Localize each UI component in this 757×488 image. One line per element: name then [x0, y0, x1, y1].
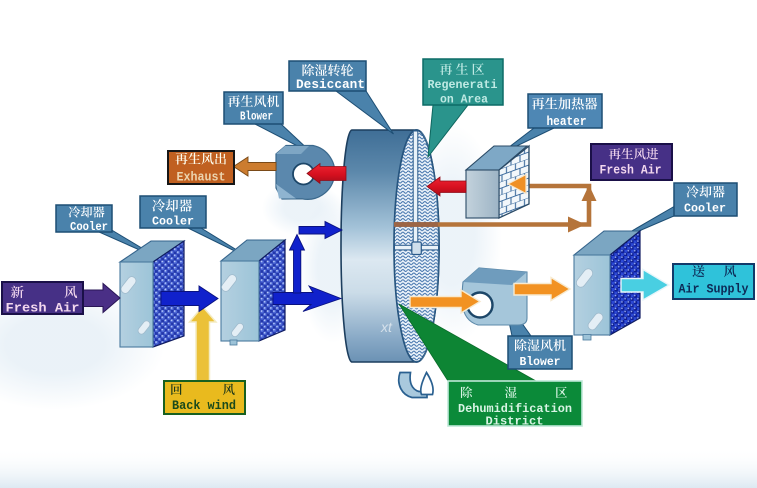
svg-text:Fresh Air: Fresh Air [600, 164, 662, 178]
svg-text:heater: heater [547, 115, 587, 129]
svg-text:Dehumidification: Dehumidification [458, 402, 572, 416]
svg-text:Cooler: Cooler [70, 220, 108, 234]
svg-text:Blower: Blower [520, 355, 561, 369]
svg-text:Cooler: Cooler [684, 202, 726, 216]
svg-text:Cooler: Cooler [152, 215, 194, 229]
svg-text:Fresh Air: Fresh Air [6, 302, 80, 316]
svg-text:District: District [486, 415, 544, 429]
svg-text:Blower: Blower [240, 110, 273, 124]
svg-text:Back wind: Back wind [172, 399, 236, 413]
svg-text:Regenerati: Regenerati [428, 78, 498, 92]
svg-text:Air Supply: Air Supply [679, 283, 749, 297]
svg-text:xt: xt [380, 319, 393, 335]
svg-text:Exhaust: Exhaust [177, 171, 226, 185]
svg-text:on Area: on Area [440, 93, 489, 107]
svg-text:Desiccant: Desiccant [296, 78, 365, 92]
